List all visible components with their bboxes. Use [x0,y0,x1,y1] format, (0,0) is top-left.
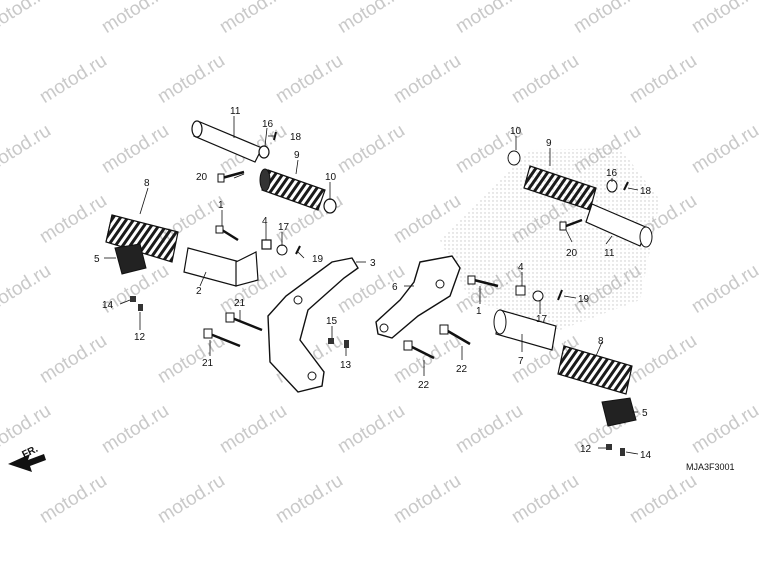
bolt-22-a [403,340,435,360]
footpeg-left [183,247,259,287]
callout-8-right: 8 [598,336,604,347]
callout-7: 7 [518,356,524,367]
callout-14-left: 14 [102,300,114,311]
callout-12-right: 12 [580,444,592,455]
callout-17-right: 17 [536,314,548,325]
footpeg-rubber-left [105,214,179,263]
callout-1-right: 1 [476,306,482,317]
bolt-1-right [467,275,499,288]
callout-12-left: 12 [134,332,146,343]
footpeg-rubber-upper-left [259,168,326,211]
callout-5-right: 5 [642,408,648,419]
pin-19-left [295,245,301,255]
nut-4-right [515,285,526,296]
washer-17-left [276,244,288,256]
clip-left [258,145,270,159]
callout-18-left: 18 [290,132,302,143]
cotter-pin-left [273,131,277,141]
step-pin-left [191,120,263,163]
bolt-21-b [203,328,241,348]
callout-4-right: 4 [518,262,524,273]
washer-17-right [532,290,544,302]
footpeg-cap-right [601,397,637,427]
callout-4-left: 4 [262,216,268,227]
footpeg-rubber-right [557,345,633,395]
callout-3: 3 [370,258,376,269]
bolt-1-left [215,225,239,242]
cotter-pin-right [623,181,629,191]
washer-10-left [323,198,337,214]
bolt-20-left [217,170,245,183]
callout-11-right: 11 [604,248,615,259]
callout-19-left: 19 [312,254,324,265]
callout-19-right: 19 [578,294,590,305]
footpeg-cap-left [114,243,147,275]
step-pin-right [585,203,653,248]
bolt-21-a [225,312,263,332]
pin-19-right [557,289,563,301]
part-12-left [138,304,143,311]
callout-9-right: 9 [546,138,552,149]
callout-13: 13 [340,360,352,371]
callout-18-right: 18 [640,186,652,197]
callout-10-right: 10 [510,126,522,137]
leader-lines [104,116,639,455]
footpeg-right [493,309,557,351]
front-direction-arrow [8,454,46,472]
callout-6: 6 [392,282,398,293]
callout-20-right: 20 [566,248,578,259]
callout-21-b: 21 [202,358,214,369]
part-14-left [130,296,136,302]
part-15 [328,338,334,344]
step-bracket-left [267,257,359,393]
callout-15: 15 [326,316,338,327]
step-bracket-center [375,255,461,339]
part-14-right [620,448,625,456]
nut-4-left [261,239,272,250]
callout-1-left: 1 [218,200,224,211]
callout-21-a: 21 [234,298,246,309]
callout-16-left: 16 [262,119,274,130]
callout-22-a: 22 [418,380,430,391]
callout-2-left: 2 [196,286,202,297]
part-12-right [606,444,612,450]
callout-20-left: 20 [196,172,208,183]
diagram-code: MJA3F3001 [686,462,735,472]
callout-17-left: 17 [278,222,290,233]
washer-10-right [507,150,521,166]
callout-14-right: 14 [640,450,652,461]
bolt-22-b [439,324,471,346]
callout-11-left: 11 [230,106,241,117]
callout-16-right: 16 [606,168,618,179]
callout-10-left: 10 [325,172,337,183]
part-13 [344,340,349,348]
bolt-20-right [559,218,583,231]
callout-8-left: 8 [144,178,150,189]
callout-9-left: 9 [294,150,300,161]
callout-5-left: 5 [94,254,100,265]
callout-22-b: 22 [456,364,468,375]
